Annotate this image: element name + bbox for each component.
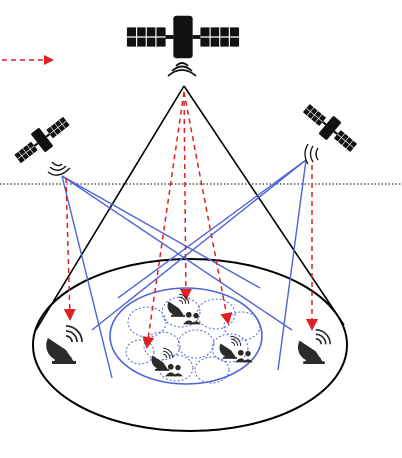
- signal-waves-icon: [167, 62, 197, 77]
- cell-group: [125, 296, 261, 384]
- link-left-outer: [61, 175, 113, 379]
- satellite-icon: [10, 111, 74, 169]
- link-left-far: [61, 175, 293, 331]
- cell: [161, 296, 201, 328]
- cell: [127, 306, 167, 338]
- link-left-inner: [61, 175, 261, 289]
- cell: [177, 329, 215, 359]
- link-right-outer: [277, 159, 307, 371]
- cell: [223, 311, 261, 341]
- cell: [196, 298, 236, 330]
- satellite-dish-icon: [45, 325, 83, 365]
- downlink-arrow: [179, 91, 192, 301]
- red-dashed-arrow-icon: [2, 55, 54, 65]
- cell: [211, 333, 249, 363]
- signal-waves-icon: [304, 143, 319, 165]
- cell: [125, 339, 155, 365]
- cell: [158, 354, 194, 382]
- cluster-boundary: [109, 287, 263, 385]
- cell: [143, 331, 181, 361]
- satellite-icon: [126, 15, 240, 77]
- link-right-inner: [117, 159, 307, 299]
- signal-waves-icon: [47, 161, 71, 176]
- downlink-arrow: [142, 91, 185, 349]
- satellite-dish-icon: [297, 328, 332, 365]
- satellite-icon: [298, 98, 362, 158]
- beam-edge-right: [183, 85, 345, 326]
- link-right-far: [91, 159, 307, 331]
- cell: [194, 356, 230, 384]
- downlink-arrow: [183, 91, 233, 325]
- coverage-area: [32, 258, 348, 432]
